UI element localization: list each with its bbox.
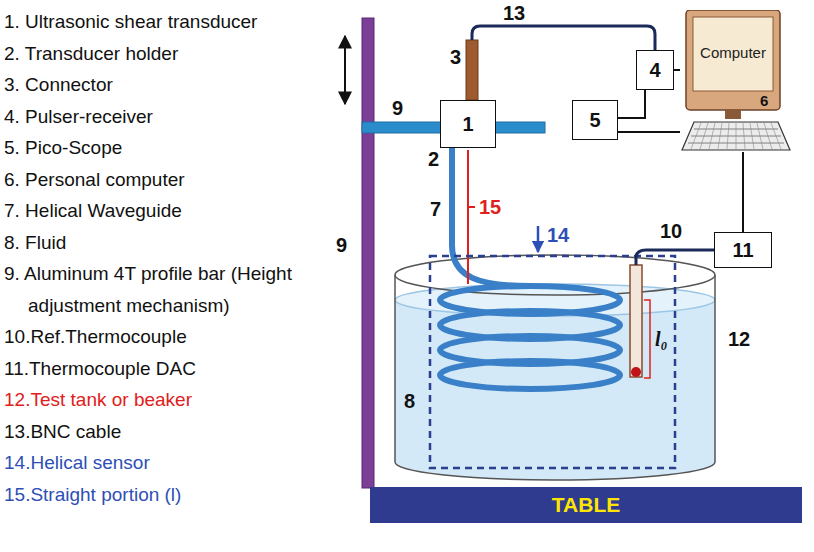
callout-number: 12 xyxy=(728,328,750,350)
water xyxy=(395,300,715,462)
signal-wire xyxy=(742,152,744,232)
callout-number: 14 xyxy=(547,224,569,246)
part-list-item: 5. Pico-Scope xyxy=(4,132,293,164)
callout-number: 10 xyxy=(660,220,682,242)
keyboard-key xyxy=(736,123,737,149)
callout-number: 8 xyxy=(404,390,415,412)
part-list-item: 2. Transducer holder xyxy=(4,38,293,70)
screen-text: Computer xyxy=(693,44,773,61)
beaker-base xyxy=(395,462,715,480)
box-number: 11 xyxy=(732,239,753,262)
callout-number: 9 xyxy=(336,234,347,256)
keyboard-key xyxy=(771,123,781,149)
beaker-wall xyxy=(714,275,716,462)
keyboard-key xyxy=(757,123,763,149)
bnc-cable xyxy=(472,26,655,50)
callout-number: 2 xyxy=(428,148,439,170)
sensor-arrow xyxy=(537,226,540,252)
keyboard-key xyxy=(764,123,772,149)
straight-portion-tick xyxy=(468,206,475,208)
part-list-item: 10.Ref.Thermocouple xyxy=(4,321,293,353)
part-list-item: 12.Test tank or beaker xyxy=(4,384,293,416)
part-list-item: 14.Helical sensor xyxy=(4,447,293,479)
straight-portion-line xyxy=(467,150,469,284)
keyboard-key xyxy=(691,123,701,149)
box-number: 5 xyxy=(589,109,600,132)
callout-number: 6 xyxy=(760,92,768,110)
callout-number: l₀ xyxy=(655,328,668,350)
keyboard-key xyxy=(718,123,722,149)
callout-number: 3 xyxy=(450,46,461,68)
keyboard-key xyxy=(700,123,708,149)
table-top: TABLE xyxy=(370,487,802,523)
profile-bar xyxy=(362,18,374,488)
monitor-frame xyxy=(686,10,780,110)
callout-number: 13 xyxy=(503,2,525,24)
thermocouple-probe xyxy=(630,265,642,377)
computer: Computer 6 xyxy=(680,10,792,152)
length-bracket xyxy=(644,300,650,378)
thermocouple-cable xyxy=(636,250,714,265)
keyboard-key xyxy=(709,123,715,149)
computer-icon xyxy=(680,10,792,152)
height-arrow xyxy=(344,36,346,104)
part-list-item: 6. Personal computer xyxy=(4,164,293,196)
monitor-stand xyxy=(725,110,741,119)
part-list-item: 7. Helical Waveguide xyxy=(4,195,293,227)
connector-body xyxy=(466,40,478,100)
instrument-box: 11 xyxy=(714,232,772,268)
signal-wire xyxy=(618,131,680,133)
part-list-item: 4. Pulser-receiver xyxy=(4,101,293,133)
part-list-item: 8. Fluid xyxy=(4,227,293,259)
sensor-region xyxy=(430,256,675,468)
water-bottom xyxy=(395,444,715,480)
part-list-item: 1. Ultrasonic shear transducer xyxy=(4,6,293,38)
parts-list: 1. Ultrasonic shear transducer2. Transdu… xyxy=(4,6,344,510)
signal-wire xyxy=(618,90,645,118)
beaker-wall xyxy=(394,275,396,462)
monitor-screen xyxy=(693,17,773,91)
part-list-item: 3. Connector xyxy=(4,69,293,101)
instrument-box: 4 xyxy=(636,50,674,90)
callout-number: 9 xyxy=(392,97,403,119)
thermocouple-tip xyxy=(631,367,641,377)
keyboard-key xyxy=(727,123,729,149)
box-number: 4 xyxy=(649,59,660,82)
signal-wire xyxy=(674,69,680,71)
keyboard xyxy=(682,122,790,150)
waveguide-straight xyxy=(452,148,530,286)
instrument-box: 1 xyxy=(440,100,496,148)
part-list-item: 13.BNC cable xyxy=(4,416,293,448)
keyboard-key xyxy=(750,123,754,149)
callout-number: 7 xyxy=(430,198,441,220)
keyboard-key xyxy=(743,123,745,149)
box-number: 1 xyxy=(462,113,473,136)
table-label: TABLE xyxy=(552,493,620,517)
instrument-box: 5 xyxy=(572,100,618,140)
helix-loop xyxy=(440,361,620,389)
part-list-item: 9. Aluminum 4T profile bar (Height adjus… xyxy=(4,258,293,321)
part-list-item: 11.Thermocouple DAC xyxy=(4,353,293,385)
part-list-item: 15.Straight portion (l) xyxy=(4,479,293,511)
callout-number: 15 xyxy=(479,196,501,218)
